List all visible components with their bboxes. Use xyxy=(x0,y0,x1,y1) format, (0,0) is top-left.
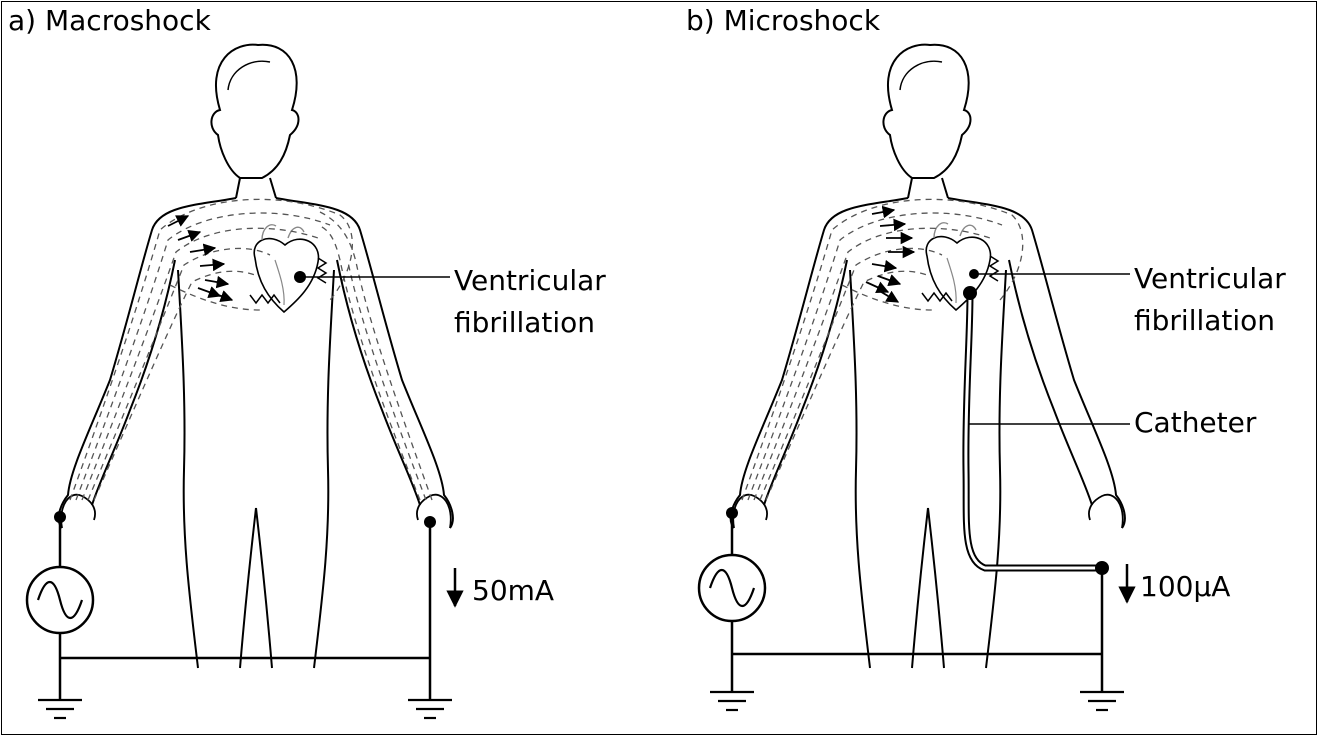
panel-b-left-contact xyxy=(726,507,738,519)
panel-a-current-paths xyxy=(69,198,433,501)
panel-a-current-label: 50mA xyxy=(472,574,554,607)
panel-b: b) Microshock Ventricular fibrillation xyxy=(686,4,1286,712)
panel-a-body-outline xyxy=(57,43,454,669)
panel-a-title: a) Macroshock xyxy=(8,4,212,37)
panel-a-left-contact xyxy=(54,511,66,523)
panel-a-arrows xyxy=(167,215,234,303)
panel-a-ac-source-icon xyxy=(25,565,95,635)
panel-b-current-label: 100µA xyxy=(1140,570,1230,603)
panel-a-heart xyxy=(249,223,327,313)
panel-a-right-contact xyxy=(424,516,436,528)
panel-b-current-paths xyxy=(741,198,1024,501)
panel-b-fibrillation-label-2: fibrillation xyxy=(1134,304,1275,337)
panel-b-catheter-tip xyxy=(963,286,977,300)
panel-b-ground-left-icon xyxy=(710,690,754,712)
panel-a-ground-left-icon xyxy=(38,698,82,720)
panel-a-fibrillation-label-1: Ventricular xyxy=(454,264,606,297)
panel-b-fibrillation-label-1: Ventricular xyxy=(1134,262,1286,295)
panel-b-catheter xyxy=(962,293,1102,572)
panel-b-ac-source-icon xyxy=(697,553,767,623)
panel-a-ground-right-icon xyxy=(408,698,452,720)
panel-b-heart xyxy=(921,221,999,311)
panel-b-body-outline xyxy=(729,43,1126,669)
panel-a: a) Macroshock Ventricular f xyxy=(8,4,606,720)
panel-b-ground-right-icon xyxy=(1080,690,1124,712)
panel-b-title: b) Microshock xyxy=(686,4,881,37)
panel-b-catheter-label: Catheter xyxy=(1134,406,1257,439)
panel-a-fibrillation-label-2: fibrillation xyxy=(454,306,595,339)
panel-b-circuit xyxy=(730,513,1104,692)
panel-b-arrows xyxy=(865,205,916,303)
panel-a-circuit xyxy=(58,517,432,700)
panel-b-catheter-contact xyxy=(1095,561,1109,575)
